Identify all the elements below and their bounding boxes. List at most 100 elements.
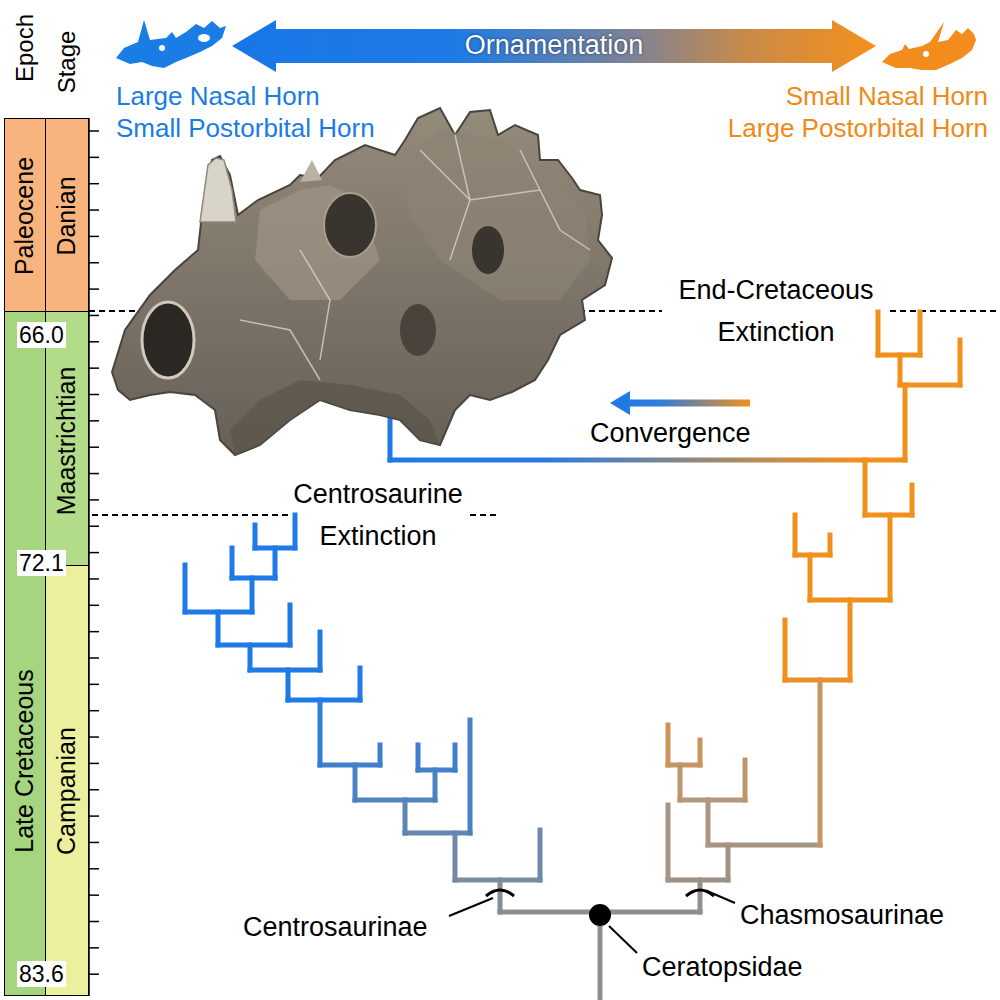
age-number: 83.6 <box>17 961 66 987</box>
time-tick <box>89 420 99 422</box>
epoch-name: Paleocene <box>11 157 39 275</box>
time-tick <box>89 973 99 975</box>
branch <box>666 805 671 880</box>
leader-line <box>609 926 637 953</box>
branch <box>358 668 363 700</box>
branch <box>185 610 252 615</box>
branch <box>848 600 853 680</box>
time-tick <box>89 657 99 659</box>
time-tick <box>89 526 99 528</box>
branch <box>286 670 291 700</box>
branch <box>183 565 188 612</box>
cracks <box>240 135 590 380</box>
blue-skull-icon <box>116 20 226 68</box>
time-tick <box>89 341 99 343</box>
clade-name: Ceratopsidae <box>642 952 803 983</box>
time-tick <box>89 815 99 817</box>
branch <box>232 576 275 581</box>
temporal-opening <box>400 304 436 356</box>
clade-tick <box>486 890 514 896</box>
branch <box>455 878 540 883</box>
time-tick <box>89 578 99 580</box>
time-tick <box>89 947 99 949</box>
time-tick <box>89 183 99 185</box>
branch <box>795 553 830 558</box>
clade-name: Centrosaurinae <box>243 912 428 943</box>
epoch-band: Late Cretaceous <box>4 311 46 996</box>
branch <box>355 798 435 803</box>
time-tick <box>89 631 99 633</box>
branch <box>433 770 438 800</box>
branch <box>888 515 893 600</box>
skull-photo <box>112 108 612 455</box>
dashed-line <box>890 310 1000 312</box>
branch <box>253 525 258 548</box>
trait-label: Small Postorbital Horn <box>116 114 375 144</box>
dashed-line <box>470 514 500 516</box>
time-ticks <box>89 131 99 974</box>
eye <box>923 51 929 57</box>
skull-silhouette <box>882 22 976 70</box>
event-label: Convergence <box>590 418 751 449</box>
branch <box>785 678 850 683</box>
branch <box>783 620 788 680</box>
nasal-horn <box>200 158 236 222</box>
branch <box>958 340 963 385</box>
branch <box>288 698 360 703</box>
branch <box>418 768 455 773</box>
node-dot <box>589 904 611 926</box>
time-tick <box>89 684 99 686</box>
time-tick <box>89 499 99 501</box>
orange-skull-icon <box>882 22 976 70</box>
convergence-lineage <box>390 391 905 460</box>
stage-band: Campanian <box>45 565 89 996</box>
branch <box>706 800 711 845</box>
time-tick <box>89 605 99 607</box>
branch <box>900 383 960 388</box>
stage-name: Campanian <box>53 727 81 855</box>
branch <box>678 765 683 800</box>
branch <box>250 668 320 673</box>
branch <box>405 831 470 836</box>
time-tick <box>89 921 99 923</box>
branch <box>666 725 671 765</box>
trait-label: Large Postorbital Horn <box>728 114 988 144</box>
branch <box>390 458 905 463</box>
branch <box>288 605 293 645</box>
trait-label: Small Nasal Horn <box>786 82 988 112</box>
branch <box>216 612 221 645</box>
clade-name: Chasmosaurinae <box>740 900 944 931</box>
time-tick <box>89 446 99 448</box>
branch <box>708 843 820 848</box>
time-tick <box>89 789 99 791</box>
frill-fenestra <box>472 226 504 274</box>
branch <box>810 598 890 603</box>
time-tick <box>89 262 99 264</box>
branch <box>668 878 728 883</box>
time-tick <box>89 209 99 211</box>
branch <box>726 845 731 880</box>
time-tick <box>89 710 99 712</box>
branch <box>863 460 868 515</box>
eye <box>159 45 165 51</box>
jaw <box>230 380 440 455</box>
branch <box>876 312 881 355</box>
time-tick <box>89 473 99 475</box>
branch <box>698 880 703 912</box>
leader-line <box>449 898 493 916</box>
stage-band: Maastrichtian <box>45 311 89 566</box>
stage-name: Maastrichtian <box>53 367 81 516</box>
trait-label: Large Nasal Horn <box>116 82 320 112</box>
arrow-shape <box>232 20 876 72</box>
column-header: Stage <box>53 31 81 94</box>
branch <box>320 763 380 768</box>
branch <box>403 800 408 833</box>
time-tick <box>89 288 99 290</box>
time-tick <box>89 157 99 159</box>
epoch-name: Late Cretaceous <box>11 669 39 852</box>
time-tick <box>89 315 99 317</box>
time-tick <box>89 236 99 238</box>
branch <box>743 760 748 800</box>
skull-silhouette <box>116 20 226 68</box>
